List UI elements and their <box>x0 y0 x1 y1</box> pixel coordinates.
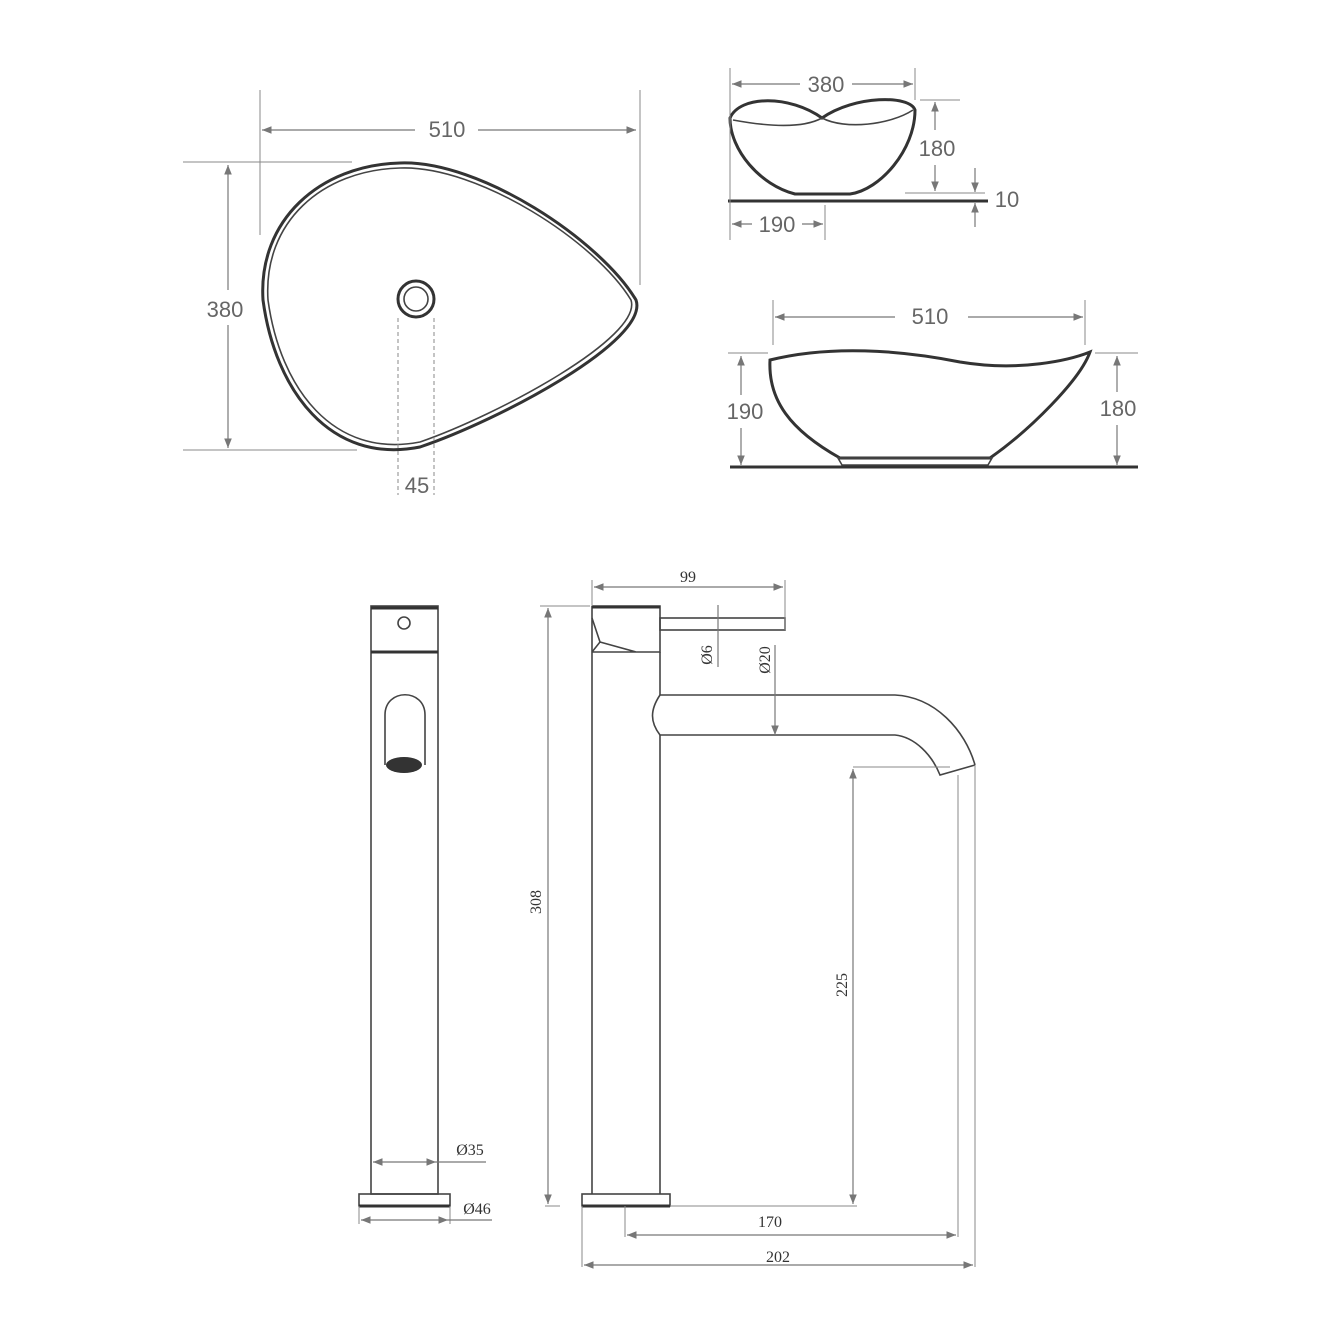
front-height-dimension: 180 <box>919 136 956 161</box>
basin-side-view: 510 190 180 <box>727 300 1138 469</box>
basin-side-outline <box>768 349 1093 460</box>
handle-hole <box>397 616 411 630</box>
plan-width-dimension: 510 <box>429 117 466 142</box>
basin-plan-view: 45 510 380 <box>183 90 641 498</box>
side-right-height-dimension: 180 <box>1100 396 1137 421</box>
handle <box>591 605 661 653</box>
side-left-height-dimension: 190 <box>727 399 764 424</box>
body-diameter-dimension: Ø35 <box>456 1142 484 1159</box>
lever-length-dimension: 99 <box>680 569 696 586</box>
lever-diameter-dimension: Ø6 <box>699 645 716 665</box>
drain-hole <box>396 279 436 319</box>
aerator <box>386 757 422 773</box>
drain-dimension: 45 <box>405 473 429 498</box>
faucet-front-view: Ø35 Ø46 <box>358 605 492 1224</box>
plan-depth-dimension: 380 <box>207 297 244 322</box>
spout-height-dimension: 225 <box>834 973 851 997</box>
base-height-dimension: 10 <box>995 187 1019 212</box>
side-width-dimension: 510 <box>912 304 949 329</box>
base-diameter-dimension: Ø46 <box>463 1201 491 1218</box>
faucet-side-view: 99 Ø6 Ø20 308 225 170 202 <box>528 569 976 1269</box>
total-height-dimension: 308 <box>528 890 545 914</box>
spout-diameter-dimension: Ø20 <box>757 646 774 674</box>
spout <box>651 694 976 776</box>
spout-reach-dimension: 170 <box>758 1214 782 1231</box>
spout-opening <box>384 693 426 765</box>
basin-outline <box>261 161 639 452</box>
front-width-dimension: 380 <box>808 72 845 97</box>
total-reach-dimension: 202 <box>766 1249 790 1266</box>
basin-front-outline <box>728 98 917 196</box>
basin-front-view: 380 180 10 190 <box>728 68 1019 240</box>
front-half-width-dimension: 190 <box>759 212 796 237</box>
lever <box>659 617 786 631</box>
